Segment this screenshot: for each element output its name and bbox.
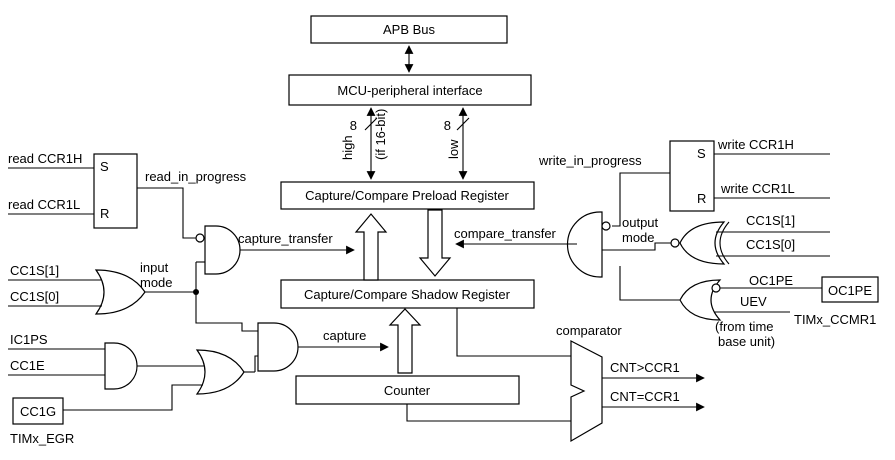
input-mode-or-gate	[94, 269, 146, 315]
low-bus: 8 low	[444, 107, 470, 180]
oc1pe-signal-label: OC1PE	[749, 273, 793, 288]
comparator-block	[570, 340, 603, 443]
counter-block: Counter	[295, 375, 520, 405]
ic1ps-label: IC1PS	[10, 332, 48, 347]
read-latch-s: S	[100, 159, 109, 174]
input-mode-label-1: input	[140, 260, 169, 275]
cc1g-label: CC1G	[20, 404, 56, 419]
input-mode-label-2: mode	[140, 275, 173, 290]
oc1pe-box: OC1PE	[821, 276, 879, 303]
cc1g-box: CC1G	[12, 397, 64, 425]
shadow-register-block: Capture/Compare Shadow Register	[280, 279, 535, 309]
high-bus-width: 8	[350, 118, 357, 133]
write-latch: S R	[669, 140, 715, 212]
high-bus: 8 high (if 16-bit)	[340, 107, 388, 180]
timx-ccmr1-label: TIMx_CCMR1	[794, 312, 876, 327]
low-bus-label: low	[446, 139, 461, 159]
cnt-gt-label: CNT>CCR1	[610, 360, 680, 375]
compare-transfer-and-gate	[566, 211, 603, 278]
mcu-interface-label: MCU-peripheral interface	[337, 83, 482, 98]
capture-transfer-and-gate	[204, 225, 241, 275]
capture-or-gate	[195, 349, 245, 395]
oc1pe-uev-gate	[679, 279, 722, 321]
read-in-progress-label: read_in_progress	[145, 169, 247, 184]
apb-bus-label: APB Bus	[383, 22, 436, 37]
cc1e-label: CC1E	[10, 358, 45, 373]
compare-transfer-label: compare_transfer	[454, 226, 557, 241]
read-ccr1h-label: read CCR1H	[8, 151, 82, 166]
ic1ps-and-gate	[104, 342, 138, 390]
comparator-label: comparator	[556, 323, 622, 338]
capture-to-shadow-arrow	[388, 308, 422, 374]
preload-register-block: Capture/Compare Preload Register	[280, 181, 535, 210]
write-in-progress-label: write_in_progress	[538, 153, 642, 168]
capture-transfer-label: capture_transfer	[238, 231, 333, 246]
read-latch: S R	[93, 153, 138, 229]
write-latch-s: S	[697, 146, 706, 161]
write-latch-r: R	[697, 191, 706, 206]
mcu-interface-block: MCU-peripheral interface	[288, 74, 532, 106]
capture-transfer-arrow	[354, 213, 388, 281]
high-bus-label: high	[340, 135, 355, 160]
read-latch-r: R	[100, 206, 109, 221]
preload-register-label: Capture/Compare Preload Register	[305, 188, 509, 203]
output-mode-label-2: mode	[622, 230, 655, 245]
cc1s0-left-label: CC1S[0]	[10, 289, 59, 304]
high-bus-note: (if 16-bit)	[373, 109, 388, 160]
uev-note-2: base unit)	[718, 334, 775, 349]
apb-bus-block: APB Bus	[310, 15, 508, 44]
cnt-eq-label: CNT=CCR1	[610, 389, 680, 404]
counter-label: Counter	[384, 383, 431, 398]
capture-and-gate	[257, 322, 299, 372]
compare-transfer-arrow	[418, 209, 452, 277]
oc1pe-box-label: OC1PE	[828, 283, 872, 298]
output-mode-label-1: output	[622, 215, 659, 230]
write-ccr1h-label: write CCR1H	[717, 137, 794, 152]
write-ccr1l-label: write CCR1L	[720, 181, 795, 196]
capture-label: capture	[323, 328, 366, 343]
read-ccr1l-label: read CCR1L	[8, 197, 80, 212]
shadow-register-label: Capture/Compare Shadow Register	[304, 287, 511, 302]
uev-label: UEV	[740, 294, 767, 309]
cc1s1-right-label: CC1S[1]	[746, 213, 795, 228]
uev-note-1: (from time	[715, 319, 774, 334]
output-mode-nor-gate	[679, 221, 726, 265]
timx-egr-label: TIMx_EGR	[10, 431, 74, 446]
low-bus-width: 8	[444, 118, 451, 133]
cc1s0-right-label: CC1S[0]	[746, 237, 795, 252]
cc1s1-left-label: CC1S[1]	[10, 263, 59, 278]
